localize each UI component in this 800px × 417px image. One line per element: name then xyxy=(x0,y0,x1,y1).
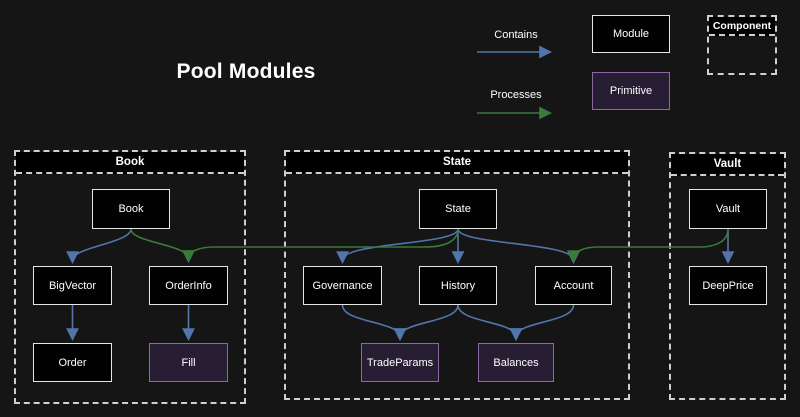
group-book: Book Book BigVector OrderInfo Order Fill xyxy=(14,150,246,404)
node-vault-label: Vault xyxy=(715,203,741,215)
node-account-label: Account xyxy=(553,279,594,292)
legend-module-label: Module xyxy=(612,28,650,40)
node-balances: Balances xyxy=(478,343,554,382)
legend-component-box: Component xyxy=(707,15,777,75)
node-bigvector: BigVector xyxy=(33,266,112,305)
legend-component-titlebar: Component xyxy=(709,17,775,36)
node-deepprice-label: DeepPrice xyxy=(702,279,754,292)
legend-processes-label: Processes xyxy=(490,89,542,101)
legend-contains-label: Contains xyxy=(494,29,538,41)
node-tradeparams-label: TradeParams xyxy=(366,356,434,369)
node-vault: Vault xyxy=(689,189,767,229)
node-order-label: Order xyxy=(58,356,87,369)
group-state-title: State xyxy=(442,156,472,168)
group-vault-titlebar: Vault xyxy=(671,154,784,176)
legend-module-box: Module xyxy=(592,15,670,53)
node-order: Order xyxy=(33,343,112,382)
legend-primitive-box: Primitive xyxy=(592,72,670,110)
node-bigvector-label: BigVector xyxy=(48,279,97,292)
group-vault: Vault Vault DeepPrice xyxy=(669,152,786,400)
group-book-title: Book xyxy=(115,156,145,168)
node-tradeparams: TradeParams xyxy=(361,343,439,382)
node-account: Account xyxy=(535,266,612,305)
page-title: Pool Modules xyxy=(176,60,316,83)
node-governance: Governance xyxy=(303,266,382,305)
group-state: State State Governance History Account T… xyxy=(284,150,630,400)
node-book-label: Book xyxy=(118,203,144,215)
node-fill: Fill xyxy=(149,343,228,382)
node-state-label: State xyxy=(445,203,471,215)
node-deepprice: DeepPrice xyxy=(689,266,767,305)
node-governance-label: Governance xyxy=(312,279,373,292)
node-fill-label: Fill xyxy=(181,356,196,369)
node-history-label: History xyxy=(440,279,476,292)
node-book: Book xyxy=(92,189,170,229)
node-orderinfo-label: OrderInfo xyxy=(165,279,212,292)
node-orderinfo: OrderInfo xyxy=(149,266,228,305)
group-book-titlebar: Book xyxy=(16,152,244,174)
node-balances-label: Balances xyxy=(493,356,539,369)
legend-component-label: Component xyxy=(712,19,772,32)
node-history: History xyxy=(419,266,497,305)
group-vault-title: Vault xyxy=(713,158,742,170)
group-state-titlebar: State xyxy=(286,152,628,174)
node-state: State xyxy=(419,189,497,229)
legend-primitive-label: Primitive xyxy=(609,85,653,97)
